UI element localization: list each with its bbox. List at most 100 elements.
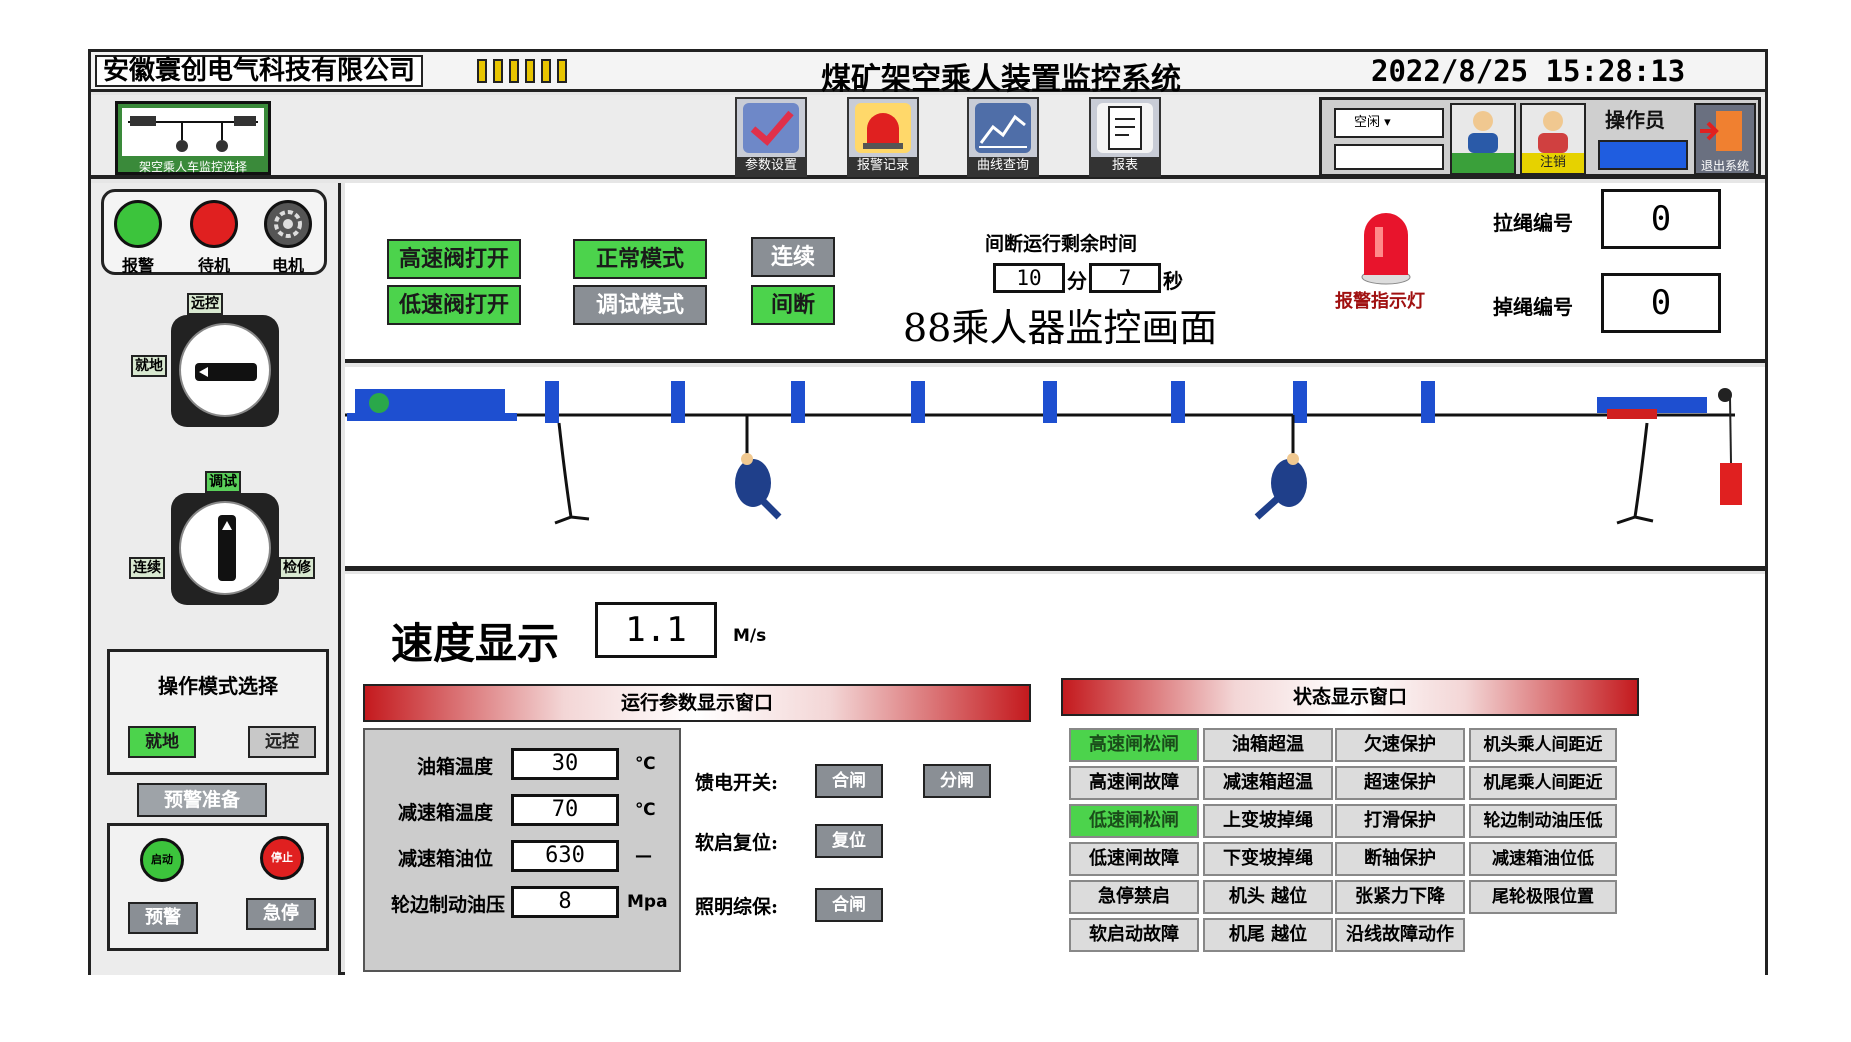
company-name: 安徽寰创电气科技有限公司 — [95, 55, 424, 87]
pull-rope-value: 0 — [1601, 189, 1721, 249]
param-window: 油箱温度 30 ℃ 减速箱温度 70 ℃ 减速箱油位 630 — 轮边制动油压 … — [363, 728, 681, 972]
feed-open-button[interactable]: 分闸 — [923, 764, 991, 798]
param-label: 减速箱温度 — [397, 802, 493, 824]
lighting-label: 照明综保: — [695, 896, 779, 918]
start-button[interactable]: 启动 — [140, 838, 184, 882]
mode-local-button[interactable]: 就地 — [128, 726, 196, 758]
intermittent-button[interactable]: 间断 — [751, 285, 835, 325]
login-label — [1452, 153, 1514, 173]
local-tag: 就地 — [131, 355, 167, 377]
speed-label: 速度显示 — [391, 619, 560, 668]
status-cell: 断轴保护 — [1335, 842, 1465, 876]
parameter-settings-button[interactable]: 参数设置 — [735, 97, 807, 177]
alarm-record-button[interactable]: 报警记录 — [847, 97, 919, 177]
system-title: 煤矿架空乘人装置监控系统 — [821, 62, 1181, 97]
param-value: 8 — [511, 886, 619, 918]
status-cell: 沿线故障动作 — [1335, 918, 1465, 952]
param-unit: ℃ — [635, 754, 656, 774]
login-button[interactable] — [1450, 103, 1516, 175]
status-cell: 欠速保护 — [1335, 728, 1465, 762]
normal-mode-button[interactable]: 正常模式 — [573, 239, 707, 279]
rider-icon — [735, 415, 782, 520]
continuous-button[interactable]: 连续 — [751, 237, 835, 277]
param-value: 70 — [511, 794, 619, 826]
status-cell: 机尾乘人间距近 — [1469, 766, 1617, 800]
status-cell: 减速箱油位低 — [1469, 842, 1617, 876]
prep-title: 预警准备 — [137, 783, 267, 817]
motor-lamp-label: 电机 — [271, 256, 304, 275]
parameter-settings-label: 参数设置 — [737, 157, 805, 175]
curve-query-button[interactable]: 曲线查询 — [967, 97, 1039, 177]
ropeway-graphic — [345, 381, 1742, 525]
user-select[interactable]: 空闲 ▾ — [1334, 108, 1444, 138]
debug-mode-button[interactable]: 调试模式 — [573, 285, 707, 325]
report-button[interactable]: 报表 — [1089, 97, 1161, 177]
high-speed-valve-button[interactable]: 高速阀打开 — [387, 239, 521, 279]
warning-button[interactable]: 预警 — [128, 902, 198, 934]
pull-rope-label: 拉绳编号 — [1493, 211, 1573, 235]
drop-rope-value: 0 — [1601, 273, 1721, 333]
ropeway-selector-button[interactable]: 架空乘人车监控选择 — [115, 101, 271, 175]
status-cell: 低速闸故障 — [1069, 842, 1199, 876]
exit-system-button[interactable]: 退出系统 — [1694, 103, 1756, 175]
status-cell: 尾轮极限位置 — [1469, 880, 1617, 914]
status-cell: 打滑保护 — [1335, 804, 1465, 838]
feed-close-button[interactable]: 合闸 — [815, 764, 883, 798]
param-label: 油箱温度 — [416, 756, 493, 778]
exit-system-label: 退出系统 — [1700, 159, 1749, 173]
status-cell: 软启动故障 — [1069, 918, 1199, 952]
indicator-group: 报警 待机 电机 — [101, 189, 327, 275]
left-control-panel: 报警 待机 电机 远控 就地 调试 连续 检修 操作模式选择 就地 远控 预警准… — [91, 183, 341, 975]
status-window: 高速闸松闸油箱超温欠速保护机头乘人间距近高速闸故障减速箱超温超速保护机尾乘人间距… — [1069, 728, 1647, 972]
status-cell: 油箱超温 — [1203, 728, 1333, 762]
monitor-title: 88乘人器监控画面 — [903, 306, 1218, 350]
ropeway-selector-label: 架空乘人车监控选择 — [138, 160, 247, 174]
param-value: 30 — [511, 748, 619, 780]
status-window-title: 状态显示窗口 — [1061, 678, 1639, 716]
mode-select-box: 操作模式选择 就地 远控 — [107, 649, 329, 775]
param-window-title: 运行参数显示窗口 — [363, 684, 1031, 722]
local-remote-switch[interactable] — [171, 315, 279, 427]
checkout-button[interactable]: 注销 — [1520, 103, 1586, 175]
soft-start-reset-button[interactable]: 复位 — [815, 824, 883, 858]
chart-icon — [975, 103, 1031, 153]
password-field[interactable] — [1334, 144, 1444, 170]
report-label: 报表 — [1091, 157, 1159, 175]
toolbar: 架空乘人车监控选择 参数设置 报警记录 曲线查询 报表 — [91, 95, 1765, 179]
remaining-minutes: 10 — [993, 263, 1065, 293]
mode-remote-button[interactable]: 远控 — [248, 726, 316, 758]
status-cell: 上变坡掉绳 — [1203, 804, 1333, 838]
status-cell: 机头乘人间距近 — [1469, 728, 1617, 762]
lighting-close-button[interactable]: 合闸 — [815, 888, 883, 922]
title-bar: 安徽寰创电气科技有限公司 煤矿架空乘人装置监控系统 2022/8/25 15:2… — [91, 52, 1765, 97]
support-towers — [545, 381, 1435, 423]
speed-value: 1.1 — [595, 602, 717, 658]
alarm-light-label: 报警指示灯 — [1335, 291, 1425, 312]
document-icon — [1097, 103, 1153, 153]
remaining-seconds: 7 — [1089, 263, 1161, 293]
emergency-stop-button[interactable]: 急停 — [246, 898, 316, 930]
seconds-unit: 秒 — [1163, 269, 1183, 293]
low-speed-valve-button[interactable]: 低速阀打开 — [387, 285, 521, 325]
status-cell: 高速闸故障 — [1069, 766, 1199, 800]
speed-unit: M/s — [733, 626, 767, 646]
debug-tag: 调试 — [205, 471, 241, 493]
monitor-area: 高速阀打开 低速阀打开 正常模式 调试模式 连续 间断 间断运行剩余时间 10 … — [345, 183, 1765, 571]
param-unit: — — [635, 846, 652, 866]
remote-tag: 远控 — [187, 293, 223, 315]
continuous-tag: 连续 — [129, 557, 165, 579]
soft-start-label: 软启复位: — [695, 832, 779, 854]
run-mode-switch[interactable] — [171, 493, 279, 605]
param-unit: Mpa — [627, 892, 668, 912]
seat-hangers — [554, 422, 1654, 525]
datetime-display: 2022/8/25 15:28:13 — [1371, 54, 1686, 88]
drop-rope-label: 掉绳编号 — [1493, 295, 1573, 319]
stop-button[interactable]: 停止 — [260, 836, 304, 880]
status-cell: 机尾 越位 — [1203, 918, 1333, 952]
status-cell: 高速闸松闸 — [1069, 728, 1199, 762]
param-label: 减速箱油位 — [397, 848, 493, 870]
mode-select-title: 操作模式选择 — [158, 674, 278, 698]
status-cell: 急停禁启 — [1069, 880, 1199, 914]
alarm-record-label: 报警记录 — [849, 157, 917, 175]
status-cell: 张紧力下降 — [1335, 880, 1465, 914]
